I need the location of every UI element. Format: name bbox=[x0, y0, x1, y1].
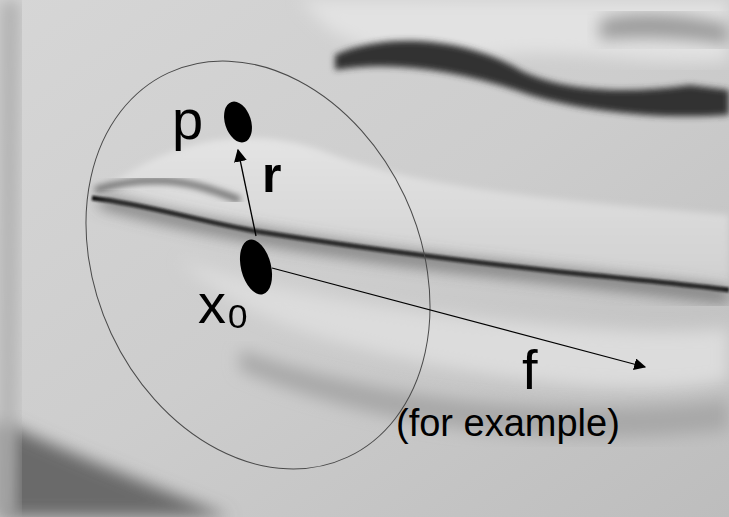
vector-f-arrow bbox=[272, 268, 645, 367]
vector-arrow bbox=[238, 150, 256, 236]
vector-label: f bbox=[522, 342, 538, 398]
vector-label: r bbox=[262, 150, 281, 200]
point-label: x₀ bbox=[198, 276, 249, 332]
point-dot bbox=[224, 100, 252, 144]
point-marker: x₀ bbox=[198, 236, 272, 332]
point-label: p bbox=[172, 92, 203, 148]
note-text: (for example) bbox=[396, 404, 620, 442]
point-marker: p bbox=[172, 92, 252, 148]
